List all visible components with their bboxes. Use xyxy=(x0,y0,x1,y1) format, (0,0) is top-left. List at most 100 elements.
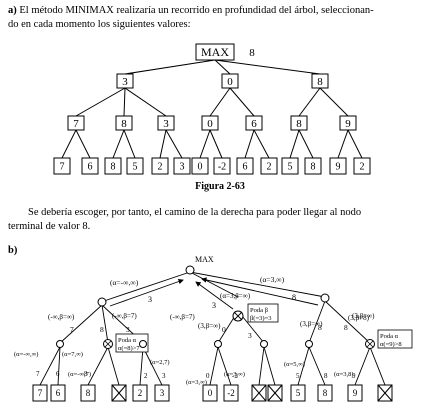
tree-b-edge-l2-7: 8 xyxy=(344,323,348,332)
tree-b-edge-l1-3: 8 xyxy=(292,293,296,302)
tree-a-l2-node-5 xyxy=(245,115,263,131)
tree-b-leaf-13-label: 9 xyxy=(353,388,358,398)
prune-box-alpha-1-title: Poda α xyxy=(118,337,137,344)
tree-b-node-l2-6 xyxy=(305,340,313,348)
tree-b-node-l2-1 xyxy=(56,340,64,348)
tree-b-leaf-4-cross-b xyxy=(111,384,127,402)
tree-a-leaf-12 xyxy=(304,157,322,175)
tree-a-leaf-11 xyxy=(281,157,299,175)
tree-a-leaf-7-label: 0 xyxy=(198,162,203,173)
tree-a-root-value: 8 xyxy=(249,47,255,59)
tree-a-l2-node-7-label: 9 xyxy=(345,118,351,130)
tree-b-edge-l3-5: 3 xyxy=(162,372,166,380)
tree-b-leaf-10-cross-b xyxy=(267,384,283,402)
tree-b-root-right-bounds: (α=3,∞) xyxy=(260,275,285,284)
tree-a-leaf-9 xyxy=(236,157,254,175)
tree-b-bound-l3-3: (α=-∞,7) xyxy=(68,371,91,378)
tree-a-leaf-14 xyxy=(353,157,371,175)
tree-b-bound-l3-2: (α=7,∞) xyxy=(62,351,83,358)
tree-b-leaf-2-label: 6 xyxy=(56,388,61,398)
prune-box-beta-detail: β(=3)=3 xyxy=(250,315,271,322)
tree-a-leaf-12-label: 8 xyxy=(311,162,316,173)
tree-b-node-l1-1 xyxy=(97,297,107,307)
part-a-paragraph: a) El método MINIMAX realizaría un recor… xyxy=(8,4,374,32)
part-b-paragraph: b) xyxy=(8,244,17,258)
tree-b-bound-l3-6: (α=3,∞) xyxy=(224,371,245,378)
tree-a-l1-node-2-label: 0 xyxy=(227,76,233,88)
tree-b-leaf-11-label: 5 xyxy=(296,388,301,398)
prune-box-beta-title: Poda β xyxy=(250,307,269,314)
tree-b-leaf-3-label: 8 xyxy=(86,388,91,398)
tree-b-edge-l3-2: 6 xyxy=(56,370,60,378)
prune-box-beta xyxy=(247,303,279,323)
part-a-text-line1: El método MINIMAX realizaría un recorrid… xyxy=(19,5,374,16)
tree-b-bound-l3-5: (α=3,∞) xyxy=(186,379,207,386)
tree-b-bound-l1-3: (3,β=∞) xyxy=(352,312,375,320)
figure-caption: Figura 2-63 xyxy=(195,181,245,192)
tree-b-bound-l2-4: (3,β=8) xyxy=(348,314,370,322)
part-a-label: a) xyxy=(8,5,17,16)
tree-b-leaf-5 xyxy=(132,384,148,402)
tree-a-leaf-1-label: 7 xyxy=(60,162,65,173)
tree-b-edge-l2-4: 0 xyxy=(222,325,226,334)
tree-a-l1-node-2 xyxy=(221,73,239,89)
tree-b-bound-l1-2: (α=3,β=∞) xyxy=(220,292,251,300)
tree-a-l1-node-1-label: 3 xyxy=(122,76,128,88)
tree-b-edge-l2-3: 3 xyxy=(126,325,130,334)
tree-b-leaf-5-label: 2 xyxy=(138,388,143,398)
tree-a-leaf-2 xyxy=(81,157,99,175)
tree-b-leaf-12-label: 8 xyxy=(323,388,328,398)
tree-b-edge-l3-8: 5 xyxy=(296,372,300,380)
tree-b-edge-l3-1: 7 xyxy=(36,370,40,378)
tree-b-edge-l3-3: 8 xyxy=(84,370,88,378)
tree-b-leaf-6 xyxy=(154,384,170,402)
tree-a-leaf-5-label: 2 xyxy=(158,162,163,173)
tree-b-root-left-bounds: (α=-∞,∞) xyxy=(110,278,139,287)
tree-b-edge-l1-1: 3 xyxy=(148,295,152,304)
tree-a-leaf-14-label: 2 xyxy=(360,162,365,173)
tree-b-edge-l2-2: 8 xyxy=(100,325,104,334)
prune-box-alpha-2 xyxy=(377,329,413,349)
tree-b-node-l2-5 xyxy=(260,340,268,348)
tree-b-bound-l2-3: (3,β=∞) xyxy=(300,320,323,328)
conclusion-line1: Se debería escoger, por tanto, el camino… xyxy=(28,207,362,218)
tree-b-leaf-14-cross-b xyxy=(377,384,393,402)
tree-b-root-node xyxy=(185,265,195,275)
tree-a-leaf-5 xyxy=(151,157,169,175)
tree-b-edge-l2-6: 8 xyxy=(318,323,322,332)
prune-box-alpha-2-detail: α(=9)>8 xyxy=(380,341,402,348)
tree-a-l2-node-1 xyxy=(67,115,85,131)
tree-b-edge-l3-9: 8 xyxy=(324,372,328,380)
tree-a-leaf-8 xyxy=(213,157,231,175)
tree-a-leaf-13-label: 9 xyxy=(336,162,341,173)
tree-a-leaf-13 xyxy=(329,157,347,175)
tree-b-leaf-12 xyxy=(317,384,333,402)
tree-a-l1-node-1 xyxy=(116,73,134,89)
tree-b-bound-l2-2: (3,β=∞) xyxy=(198,322,221,330)
tree-a-leaf-8-label: -2 xyxy=(218,162,226,173)
tree-a-leaf-10-label: 2 xyxy=(267,162,272,173)
tree-b-node-l2-3 xyxy=(139,340,147,348)
tree-a-l2-node-4-label: 0 xyxy=(207,118,213,130)
tree-b-edge-l3-6: 0 xyxy=(206,372,210,380)
tree-b-leaf-3 xyxy=(80,384,96,402)
tree-a-leaf-3-label: 8 xyxy=(111,162,116,173)
tree-b-edge-l3-4: 2 xyxy=(144,372,148,380)
tree-a-leaf-4-label: 5 xyxy=(133,162,138,173)
tree-b-node-l1-3 xyxy=(320,293,330,303)
tree-b-edge-l2-1: 7 xyxy=(70,325,74,334)
tree-a-l2-node-4 xyxy=(201,115,219,131)
tree-b-leaf-9-cross-b xyxy=(251,384,267,402)
tree-a-leaf-6-label: 3 xyxy=(180,162,185,173)
tree-a-leaf-10 xyxy=(260,157,278,175)
prune-box-alpha-1 xyxy=(115,333,149,353)
tree-a-l2-node-1-label: 7 xyxy=(73,118,79,130)
tree-b-leaf-11 xyxy=(290,384,306,402)
prune-box-alpha-1-detail: α(=8)>7 xyxy=(118,345,140,352)
tree-a-l2-node-6 xyxy=(290,115,308,131)
tree-b-node-l2-4 xyxy=(214,340,222,348)
tree-b-leaf-1 xyxy=(32,384,48,402)
tree-b-leaf-8-label: -2 xyxy=(227,388,235,398)
tree-a-l1-node-3-label: 8 xyxy=(317,76,323,88)
